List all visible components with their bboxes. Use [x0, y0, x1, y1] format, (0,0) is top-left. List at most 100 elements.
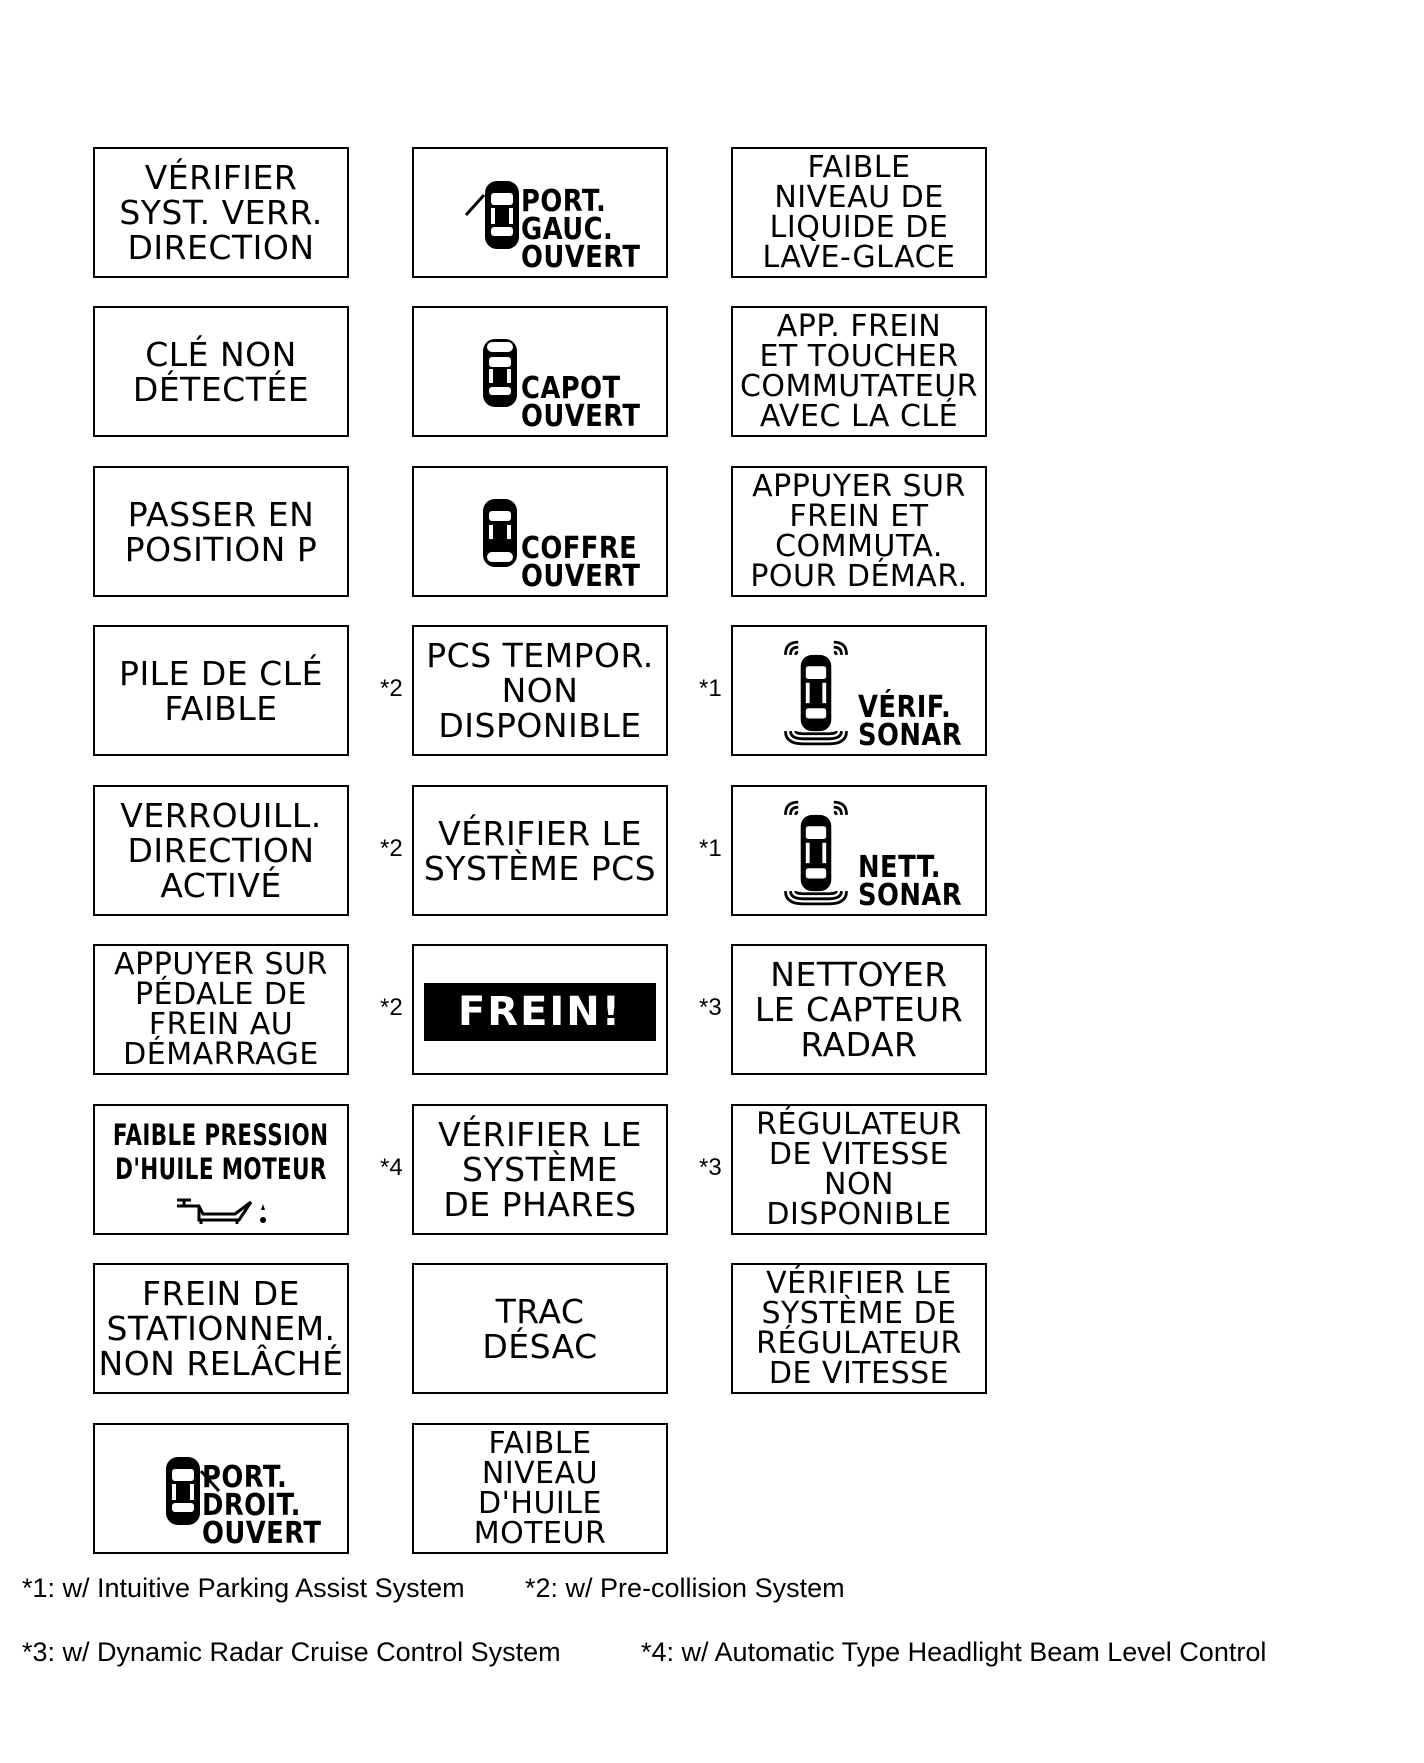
message-line: APPUYER SUR — [752, 468, 966, 504]
message-line: FREIN ET — [789, 498, 929, 534]
message-line: AVEC LA CLÉ — [759, 398, 959, 434]
message-line: POSITION P — [124, 529, 318, 569]
message-line: ET TOUCHER — [759, 338, 959, 374]
car-trunk-open-icon — [480, 496, 520, 574]
message-line: SONAR — [857, 878, 963, 913]
message-line: APPUYER SUR — [114, 946, 328, 982]
message-text: VÉRIF.SONAR — [858, 693, 979, 751]
message-line: SYSTÈME DE — [761, 1295, 957, 1331]
message-line: PORT. — [521, 184, 607, 219]
message-line: D'HUILE MOTEUR — [115, 1152, 327, 1186]
message-line: NIVEAU — [481, 1455, 599, 1491]
car-door-right-open-icon — [161, 1451, 225, 1537]
message-line: OUVERT — [521, 240, 641, 275]
message-box: VÉRIF.SONAR — [731, 625, 987, 756]
footnote-3: *3: w/ Dynamic Radar Cruise Control Syst… — [22, 1637, 561, 1667]
message-line: NETTOYER — [770, 955, 948, 994]
message-text: PORT.GAUC.OUVERT — [521, 184, 660, 275]
message-line: FAIBLE — [807, 149, 911, 185]
message-line: RÉGULATEUR — [756, 1106, 962, 1142]
message-line: VERROUILL. — [120, 796, 322, 835]
message-line: DÉSAC — [482, 1326, 598, 1366]
message-line: FREIN DE — [142, 1274, 300, 1313]
message-line: CLÉ NON — [145, 334, 297, 374]
message-line: FAIBLE — [164, 688, 278, 728]
message-line: OUVERT — [202, 1516, 322, 1551]
message-line: APP. FREIN — [776, 308, 942, 344]
message-text: NETT.SONAR — [857, 850, 979, 913]
message-line: DE PHARES — [443, 1185, 637, 1224]
footnote-marker: *1 — [699, 675, 722, 702]
footnote-2: *2: w/ Pre-collision System — [525, 1573, 845, 1603]
message-line: SYSTÈME PCS — [423, 848, 657, 888]
message-line: STATIONNEM. — [106, 1309, 336, 1348]
message-line: DIRECTION — [127, 831, 315, 870]
message-line: DISPONIBLE — [766, 1196, 952, 1232]
message-line: CAPOT — [521, 371, 621, 406]
footnote-marker: *2 — [380, 835, 403, 862]
message-line: VÉRIFIER LE — [438, 1115, 642, 1154]
message-line: PÉDALE DE — [135, 976, 307, 1012]
footnote-marker: *4 — [380, 1154, 403, 1181]
message-line: COMMUTATEUR — [739, 368, 979, 404]
message-line: FAIBLE — [488, 1425, 592, 1461]
message-line: RADAR — [800, 1025, 918, 1064]
message-line: PORT. — [202, 1460, 288, 1495]
message-line: DE VITESSE — [768, 1136, 950, 1172]
message-line: SYST. VERR. — [119, 193, 323, 232]
message-line: COMMUTA. — [775, 528, 943, 564]
brake-warning-text: FREIN! — [457, 989, 623, 1035]
message-line: NON RELÂCHÉ — [98, 1344, 344, 1383]
message-line: LAVE-GLACE — [762, 239, 956, 275]
footnote-marker: *2 — [380, 994, 403, 1021]
footnote-marker: *3 — [699, 1154, 722, 1181]
message-line: COFFRE — [521, 531, 638, 566]
message-line: DE VITESSE — [768, 1355, 950, 1391]
footnote-marker: *1 — [699, 835, 722, 862]
message-line: MOTEUR — [473, 1515, 607, 1551]
car-hood-open-icon — [480, 336, 520, 414]
message-line: VÉRIFIER LE — [766, 1265, 952, 1301]
message-line: PILE DE CLÉ — [119, 653, 323, 693]
message-line: NETT. — [857, 850, 941, 885]
oil-can-icon — [173, 1192, 273, 1230]
message-line: PASSER EN — [127, 494, 315, 534]
message-text: PORT.DROIT.OUVERT — [202, 1460, 341, 1551]
message-line: VÉRIFIER LE — [438, 813, 642, 853]
message-line: ACTIVÉ — [160, 866, 282, 905]
message-line: TRAC — [495, 1291, 585, 1331]
message-line: DISPONIBLE — [438, 706, 642, 745]
message-line: NON — [824, 1166, 894, 1202]
message-line: LE CAPTEUR — [754, 990, 964, 1029]
footnote-marker: *3 — [699, 994, 722, 1021]
car-door-left-open-icon — [462, 175, 526, 261]
message-box: NETT.SONAR — [731, 785, 987, 916]
message-line: DIRECTION — [127, 228, 315, 267]
